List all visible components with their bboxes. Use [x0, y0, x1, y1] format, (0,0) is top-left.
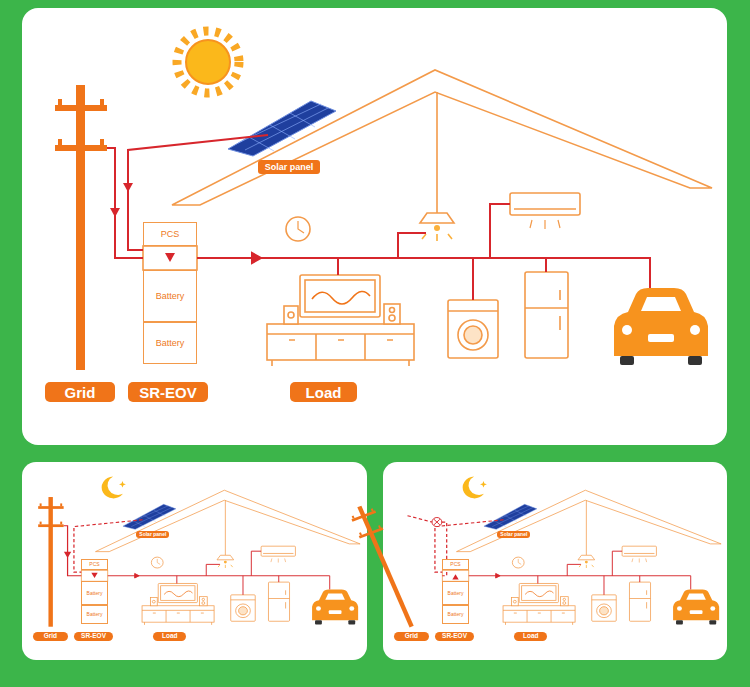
- label-text: Solar panel: [265, 163, 314, 172]
- label-text: SR-EOV: [81, 633, 106, 640]
- label-text: Grid: [405, 633, 418, 640]
- label-text: Battery: [87, 612, 103, 617]
- label-text: Battery: [87, 591, 103, 596]
- section-label: Load: [514, 632, 547, 641]
- section-label: Load: [290, 382, 357, 402]
- cabinet-module: PCS: [81, 559, 107, 570]
- component-label: Solar panel: [497, 531, 530, 538]
- section-label: Grid: [394, 632, 428, 641]
- cabinet-module: Battery: [442, 581, 468, 605]
- cabinet-module: Battery: [143, 322, 197, 364]
- label-text: Battery: [448, 591, 464, 596]
- component-label: Solar panel: [136, 531, 169, 538]
- night-scene: [38, 477, 360, 627]
- cabinet-module: PCS: [442, 559, 468, 570]
- section-label: Grid: [33, 632, 67, 641]
- panel: [22, 462, 367, 660]
- section-label: Load: [153, 632, 186, 641]
- cabinet-module: Battery: [143, 270, 197, 322]
- cabinet-module: Battery: [81, 581, 107, 605]
- label-text: Solar panel: [139, 532, 166, 537]
- label-text: Grid: [44, 633, 57, 640]
- panel: [22, 8, 727, 445]
- label-text: SR-EOV: [442, 633, 467, 640]
- section-label: SR-EOV: [128, 382, 208, 402]
- label-text: PCS: [89, 562, 99, 567]
- section-label: Grid: [45, 382, 115, 402]
- label-text: Load: [162, 633, 178, 640]
- day-scene: [55, 31, 712, 370]
- section-label: SR-EOV: [435, 632, 474, 641]
- outage-scene: [348, 477, 721, 631]
- cabinet-module: Battery: [81, 605, 107, 624]
- label-text: Load: [523, 633, 539, 640]
- label-text: Grid: [65, 385, 96, 400]
- label-text: PCS: [161, 230, 180, 239]
- label-text: Load: [306, 385, 342, 400]
- cabinet-module: Battery: [442, 605, 468, 624]
- label-text: Solar panel: [500, 532, 527, 537]
- label-text: Battery: [156, 339, 185, 348]
- label-text: SR-EOV: [139, 385, 197, 400]
- label-text: Battery: [448, 612, 464, 617]
- cabinet-module: PCS: [143, 222, 197, 246]
- panel: [383, 462, 727, 660]
- section-label: SR-EOV: [74, 632, 113, 641]
- label-text: PCS: [450, 562, 460, 567]
- component-label: Solar panel: [258, 160, 320, 174]
- label-text: Battery: [156, 292, 185, 301]
